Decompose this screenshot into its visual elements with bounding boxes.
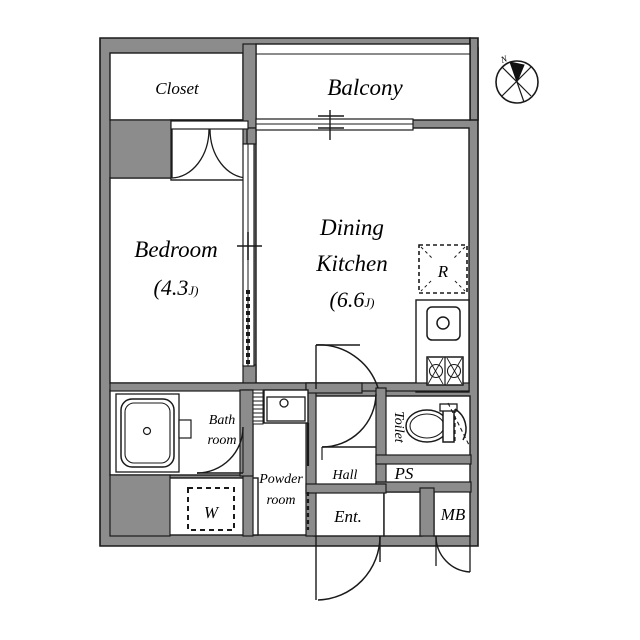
- room-label-hall: Hall: [332, 468, 358, 483]
- room-label-closet: Closet: [155, 79, 200, 98]
- refrigerator-label: R: [437, 262, 449, 281]
- room-label-bath: Bath: [209, 413, 235, 428]
- balcony-sliding-window[interactable]: [255, 110, 414, 140]
- dining-to-hall-door[interactable]: [315, 344, 379, 389]
- meter-box-label: MB: [440, 505, 466, 524]
- closet-double-door[interactable]: [170, 120, 249, 179]
- interior-walls: [109, 43, 472, 537]
- entrance-shoe-box: [383, 491, 423, 537]
- room-closet-area: [109, 52, 244, 121]
- hall-door[interactable]: [321, 393, 377, 460]
- bathroom-door[interactable]: [196, 426, 244, 474]
- room-label-dining: Dining: [319, 215, 384, 240]
- room-label-toilet: Toilet: [391, 411, 406, 443]
- bathtub: [115, 393, 192, 473]
- pipe-shaft-label: PS: [394, 464, 414, 483]
- meter-box-door[interactable]: [435, 535, 471, 573]
- toilet-door[interactable]: [447, 402, 471, 448]
- room-label-powder-room: room: [266, 493, 295, 508]
- room-label-kitchen: Kitchen: [315, 251, 388, 276]
- room-area-dining-kitchen: (6.6J): [330, 287, 375, 312]
- room-label-powder: Powder: [258, 472, 303, 487]
- louver-hatch: [252, 389, 264, 425]
- room-bedroom-area: [109, 177, 249, 384]
- vanity-sink: [252, 389, 309, 425]
- compass-north-label: N: [498, 53, 509, 65]
- kitchen-sink: [426, 306, 461, 341]
- room-label-balcony: Balcony: [327, 75, 403, 100]
- room-label-bath-room: room: [207, 433, 236, 448]
- room-label-entrance: Ent.: [333, 507, 362, 526]
- entrance-door[interactable]: [315, 535, 381, 601]
- compass-rose: N: [495, 53, 539, 104]
- room-area-bedroom: (4.3J): [154, 275, 199, 300]
- toilet-tank: [442, 407, 455, 443]
- refrigerator-space: R: [418, 244, 468, 294]
- meter-box-area: [433, 487, 471, 537]
- room-label-bedroom: Bedroom: [134, 237, 217, 262]
- washer-space: W: [187, 487, 235, 531]
- bedroom-sliding-door[interactable]: [237, 143, 262, 367]
- gas-stove-2burner: [426, 356, 464, 386]
- washer-label: W: [204, 503, 220, 522]
